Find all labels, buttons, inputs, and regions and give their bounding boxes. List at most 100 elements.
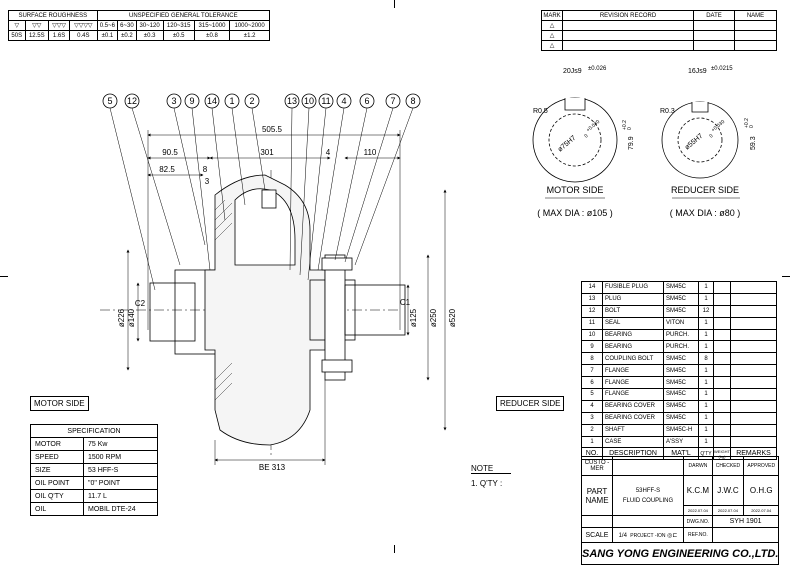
bom-remarks [730, 423, 777, 437]
bom-material: SM45C [663, 411, 699, 425]
surface-tolerance-table: SURFACE ROUGHNESS UNSPECIFIED GENERAL TO… [8, 10, 271, 41]
balloon: 14 [204, 93, 220, 109]
balloon: 8 [405, 93, 421, 109]
title-approved: APPROVED [743, 456, 780, 476]
roughness-value: 0.4S [69, 30, 98, 41]
motor-keyway-tol: ±0.026 [588, 66, 607, 72]
bom-no: 8 [581, 352, 603, 366]
bom-desc: BEARING [602, 340, 664, 354]
svg-text:5: 5 [107, 96, 112, 106]
bom-weight [713, 328, 731, 342]
frame-right-mark [782, 276, 790, 277]
title-part-name-1: 53HFF-S [635, 487, 661, 494]
title-part-name-label: PART NAME [581, 475, 613, 516]
frame-top-mark [394, 0, 395, 8]
balloon: 11 [318, 93, 334, 109]
coupling-drawing: 5 12 3 9 14 1 2 13 10 11 4 6 7 8 505.5 9… [100, 66, 757, 472]
balloon: 7 [385, 93, 401, 109]
reducer-depth-tol-upper: +0.2 [744, 118, 750, 128]
motor-depth: 79.9 [628, 136, 635, 150]
title-scale-label: SCALE [581, 527, 613, 543]
bom-no: 10 [581, 328, 603, 342]
bom-remarks [730, 328, 777, 342]
balloon: 1 [224, 93, 240, 109]
svg-text:6: 6 [364, 96, 369, 106]
bom-remarks [730, 388, 777, 401]
dim-140: ø140 [127, 308, 136, 327]
bom-weight [713, 316, 731, 330]
frame-bottom-mark [394, 545, 395, 553]
bom-qty: 12 [698, 304, 714, 318]
projection-symbol-icon: ◎⊏ [667, 532, 678, 539]
bom-weight [713, 352, 731, 366]
bom-remarks [730, 292, 777, 306]
title-dwg-no: SYH 1901 [711, 515, 780, 528]
title-projection-label: PROJECT -ION [630, 532, 666, 539]
bom-qty: 1 [698, 399, 714, 413]
bom-desc: FLANGE [602, 376, 664, 390]
bom-desc: BEARING COVER [602, 411, 664, 425]
bom-no: 3 [581, 411, 603, 425]
bom-weight [713, 376, 731, 390]
bom-weight [713, 281, 731, 294]
roughness-value: 1.6S [48, 30, 71, 41]
bom-desc: BOLT [602, 304, 664, 318]
spec-row: OIL POINT"0" POINT [30, 476, 158, 490]
motor-bore-tol-upper: +0.030 [585, 119, 601, 134]
dim-overall: 505.5 [262, 125, 283, 134]
dim-110: 110 [364, 148, 377, 157]
bom-material: SM45C [663, 388, 699, 401]
reducer-keyway [691, 102, 709, 113]
reducer-side-title: REDUCER SIDE [671, 185, 739, 195]
svg-text:9: 9 [189, 96, 194, 106]
title-ref-no-label: REF.NO. [683, 527, 713, 543]
dim-90-5: 90.5 [162, 148, 178, 157]
revision-record-table: MARK REVISION RECORD DATE NAME △ △ △ [541, 10, 777, 51]
bom-remarks [730, 411, 777, 425]
balloon: 3 [166, 93, 182, 109]
balloon: 2 [244, 93, 260, 109]
reducer-radius: R0.3 [660, 108, 675, 115]
balloon: 4 [336, 93, 352, 109]
svg-text:2: 2 [249, 96, 254, 106]
bom-no: 11 [581, 316, 603, 330]
bom-material: A'SSY [663, 435, 699, 449]
bom-qty: 1 [698, 340, 714, 354]
bom-no: 1 [581, 435, 603, 449]
motor-radius: R0.5 [533, 108, 548, 115]
bom-no: 12 [581, 304, 603, 318]
title-date-1: 2022.07.04 [683, 505, 713, 516]
motor-side-label: MOTOR SIDE [30, 396, 89, 411]
bom-material: SM45C [663, 352, 699, 366]
svg-text:10: 10 [304, 96, 314, 106]
bom-qty: 1 [698, 435, 714, 449]
reducer-keyway-label: 16Js9 [688, 68, 707, 75]
bom-material: SM45C [663, 364, 699, 378]
balloons: 5 12 3 9 14 1 2 13 10 11 4 6 7 8 [102, 93, 421, 109]
title-checked-by: J.W.C [711, 475, 745, 506]
bom-material: PURCH. [663, 340, 699, 354]
title-dwg-no-label: DWG.NO. [683, 515, 713, 528]
note-item: 1. Q'TY : [471, 479, 503, 488]
dim-c2: C2 [135, 299, 146, 308]
balloon: 10 [301, 93, 317, 109]
reducer-bore-tol-lower: 0 [708, 133, 714, 140]
bom-desc: PLUG [602, 292, 664, 306]
bom-desc: SEAL [602, 316, 664, 330]
bom-qty: 1 [698, 376, 714, 390]
bom-desc: SHAFT [602, 423, 664, 437]
reducer-shaft [344, 284, 406, 336]
